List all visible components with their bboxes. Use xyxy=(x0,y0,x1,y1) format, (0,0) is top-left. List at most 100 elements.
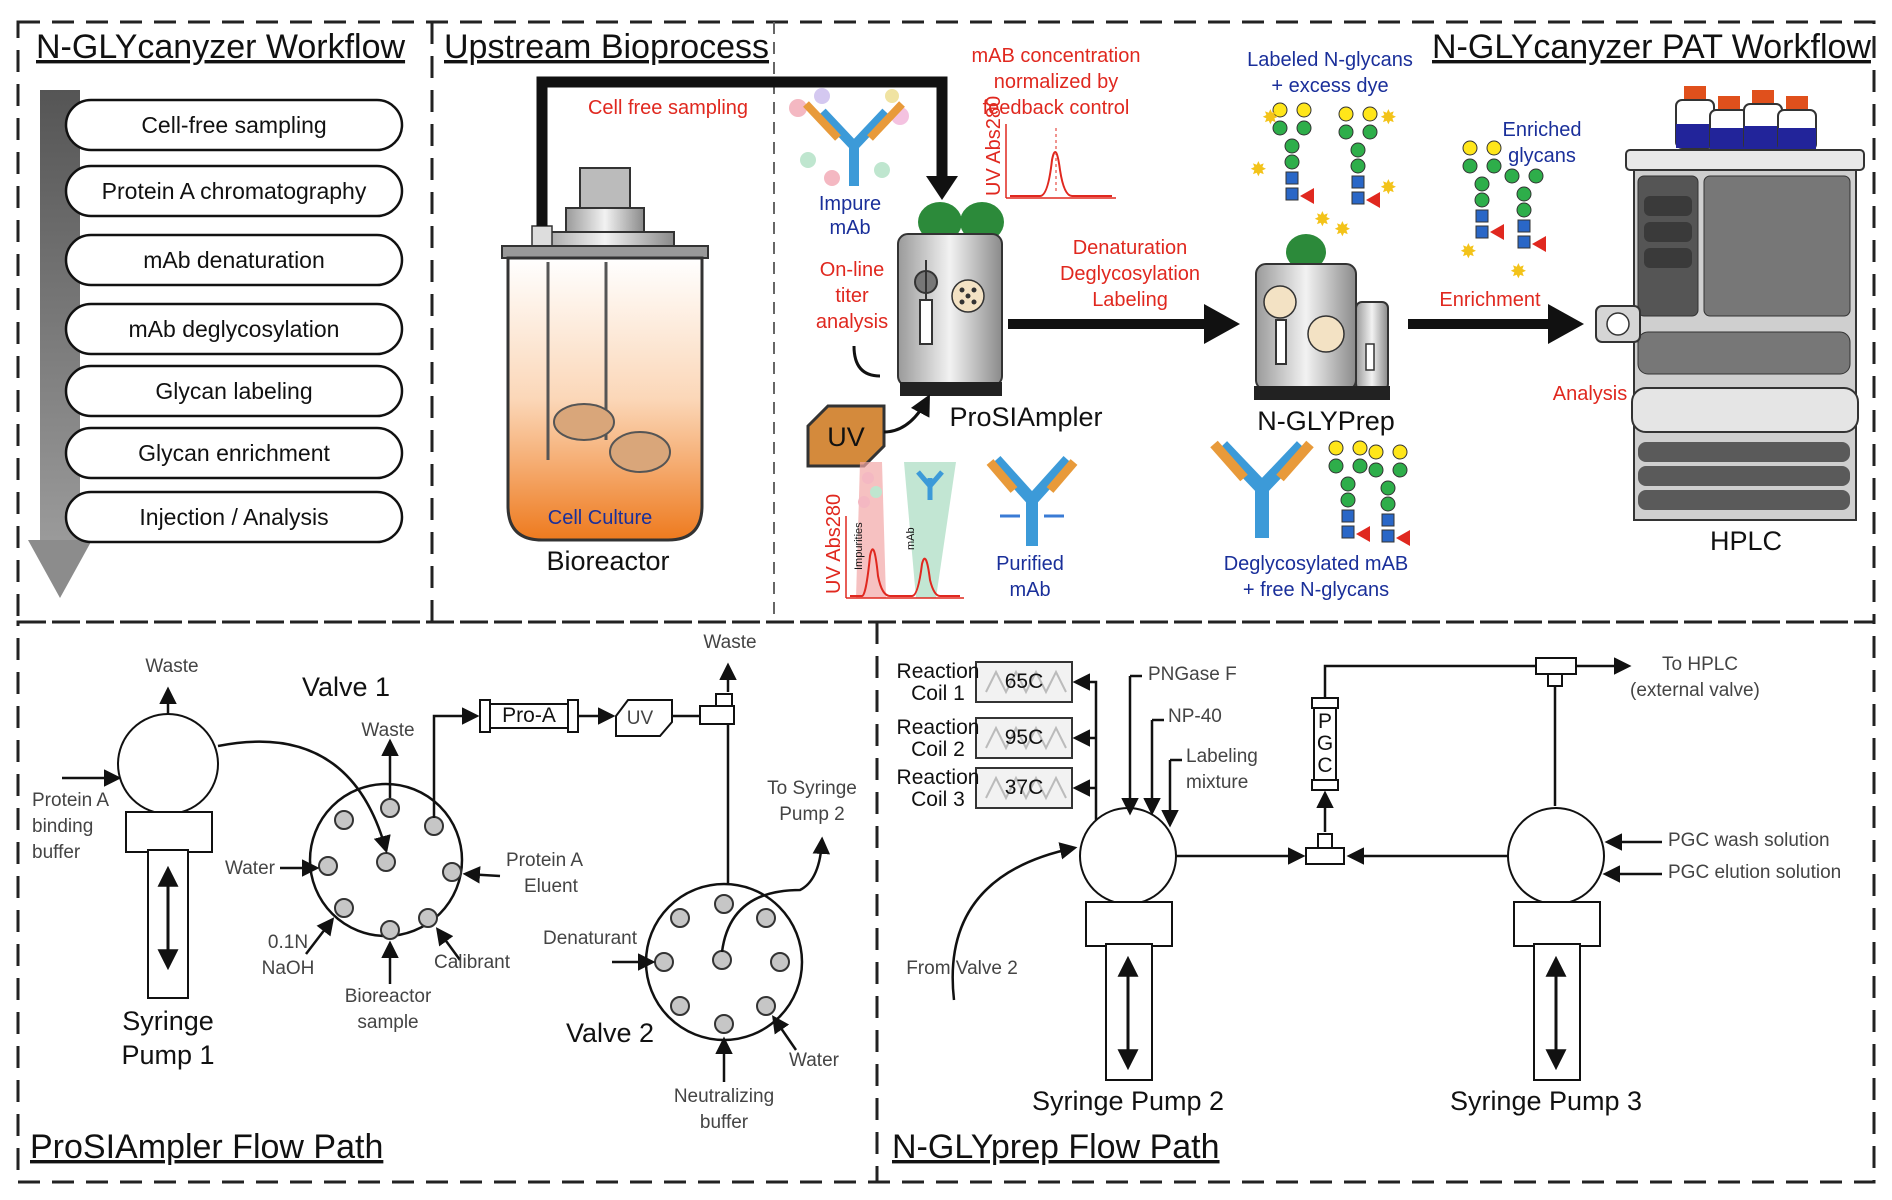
mini-chromatogram-top: UV Abs280 xyxy=(983,96,1116,199)
uv-detector-icon: UV xyxy=(806,404,886,468)
workflow-step: Protein A chromatography xyxy=(64,164,404,218)
uv-axis-label-top: UV Abs280 xyxy=(983,96,1005,196)
naoh-label-1: 0.1N xyxy=(268,932,308,953)
uv-axis-label-bottom: UV Abs280 xyxy=(823,494,845,594)
impurities-label: Impurities xyxy=(853,522,865,570)
pgc-wash-label: PGC wash solution xyxy=(1668,830,1830,851)
to-syringe-label-1: To Syringe xyxy=(767,778,857,799)
pro-a-column: Pro-A xyxy=(479,699,579,733)
pgc-to-tee3-line xyxy=(1323,664,1536,698)
heading-nglyprep-path: N-GLYprep Flow Path xyxy=(892,1128,1220,1166)
bioreactor-icon xyxy=(501,167,709,542)
denat-label-1: Denaturation xyxy=(1073,237,1188,259)
uv-flowcell-label: UV xyxy=(627,708,654,729)
deglyco-label-1: Deglycosylated mAB xyxy=(1224,553,1409,575)
impure-label-1: Impure xyxy=(819,193,881,215)
deglyco-label-2: + free N-glycans xyxy=(1243,579,1389,601)
eluent-arrow xyxy=(462,866,501,884)
purified-mab-icon xyxy=(986,455,1078,546)
nglyprep-label: N-GLYPrep xyxy=(1257,406,1395,436)
labeled-label-1: Labeled N-glycans xyxy=(1247,49,1413,71)
workflow-step: Cell-free sampling xyxy=(64,98,404,152)
pgc-letter-g: G xyxy=(1317,732,1333,755)
valve1-to-proa-line xyxy=(432,707,480,818)
purified-label-1: Purified xyxy=(996,553,1064,575)
mab-conc-label-1: mAB concentration xyxy=(972,45,1141,67)
to-hplc-label-2: (external valve) xyxy=(1630,680,1760,701)
syringe-pump-3-label: Syringe Pump 3 xyxy=(1450,1086,1642,1116)
sampling-arrowhead xyxy=(926,176,958,200)
naoh-arrow xyxy=(305,917,335,955)
cell-free-sampling-label: Cell free sampling xyxy=(588,97,748,119)
mab-conc-label-3: feedback control xyxy=(983,97,1130,119)
mab-peak-label: mAb xyxy=(905,527,917,550)
syringe-pump-3 xyxy=(1507,807,1605,1081)
purified-label-2: mAb xyxy=(1009,579,1050,601)
svg-text:Glycan labeling: Glycan labeling xyxy=(155,378,312,404)
workflow-step: mAb deglycosylation xyxy=(64,302,404,356)
reaction-coil-3: 37C xyxy=(975,767,1073,809)
enriched-label-2: glycans xyxy=(1508,145,1576,167)
heading-prosiampler-path: ProSIAmpler Flow Path xyxy=(30,1128,383,1166)
pngase-label: PNGase F xyxy=(1148,664,1237,685)
water-a-label: Water xyxy=(225,858,276,879)
valve-1 xyxy=(308,782,464,940)
impure-mab-icon xyxy=(789,88,909,186)
prosiampler-label: ProSIAmpler xyxy=(949,402,1102,432)
pro-a-label: Pro-A xyxy=(502,704,556,727)
svg-text:✸: ✸ xyxy=(1460,239,1477,263)
from-valve2-label: From Valve 2 xyxy=(906,958,1018,979)
calibrant-arrow xyxy=(435,927,462,961)
neutralizing-label-2: buffer xyxy=(700,1112,749,1133)
svg-text:✸: ✸ xyxy=(1380,175,1397,199)
labeling-label-2: mixture xyxy=(1186,772,1248,793)
tee-fitting-3 xyxy=(1535,657,1577,687)
prosiampler-to-nglyprep-arrowhead xyxy=(1204,304,1240,344)
enrichment-label: Enrichment xyxy=(1439,289,1541,311)
analysis-label: Analysis xyxy=(1553,383,1627,405)
waste-b-label: Waste xyxy=(361,720,414,741)
syringe-pump-1 xyxy=(117,713,219,999)
uv-detector-label: UV xyxy=(827,422,865,452)
uv-flowcell: UV xyxy=(615,699,673,737)
eluent-label-1: Protein A xyxy=(506,850,583,871)
bottom-frame xyxy=(16,620,1876,1184)
nglyprep-instrument-icon xyxy=(1254,234,1390,400)
pgc-letter-c: C xyxy=(1317,754,1332,777)
cell-culture-label: Cell Culture xyxy=(548,507,652,529)
svg-text:✸: ✸ xyxy=(1380,105,1397,129)
workflow-step: Injection / Analysis xyxy=(64,490,404,544)
pgc-column: P G C xyxy=(1311,697,1339,791)
heading-pat: N-GLYcanyzer PAT Workflow xyxy=(1432,28,1871,66)
pgc-letter-p: P xyxy=(1318,710,1332,733)
svg-text:Glycan enrichment: Glycan enrichment xyxy=(138,440,330,466)
svg-text:✸: ✸ xyxy=(1250,157,1267,181)
protein-a-buffer-label-1: Protein A xyxy=(32,790,109,811)
enriched-label-1: Enriched xyxy=(1503,119,1582,141)
svg-text:Injection / Analysis: Injection / Analysis xyxy=(139,504,328,530)
panel-frames xyxy=(16,20,1876,1184)
pgc-elution-label: PGC elution solution xyxy=(1668,862,1841,883)
coil-1-label-1: Reaction xyxy=(897,660,980,683)
online-label-3: analysis xyxy=(816,311,888,333)
coil-2-temp: 95C xyxy=(1005,726,1044,749)
mini-chromatogram-bottom: UV Abs280 Impurities mAb xyxy=(823,462,964,599)
workflow-step: mAb denaturation xyxy=(64,233,404,287)
naoh-label-2: NaOH xyxy=(262,958,315,979)
labeling-label-1: Labeling xyxy=(1186,746,1258,767)
labeled-label-2: + excess dye xyxy=(1271,75,1388,97)
sampling-line xyxy=(536,76,948,226)
pump1-to-valve1-line xyxy=(217,740,391,854)
workflow-step: Glycan enrichment xyxy=(64,426,404,480)
np40-label: NP-40 xyxy=(1168,706,1222,727)
denaturant-label: Denaturant xyxy=(543,928,638,949)
svg-text:✸: ✸ xyxy=(1262,105,1279,129)
denat-label-3: Labeling xyxy=(1092,289,1168,311)
valve2-to-syringe2-line xyxy=(720,836,831,953)
hplc-instrument-icon xyxy=(1595,86,1865,521)
bioreactor-sample-label-2: sample xyxy=(357,1012,418,1033)
uv-to-prosiampler-arrow xyxy=(883,394,930,434)
tee-fitting-2 xyxy=(1305,833,1345,865)
valve-2 xyxy=(644,882,804,1042)
